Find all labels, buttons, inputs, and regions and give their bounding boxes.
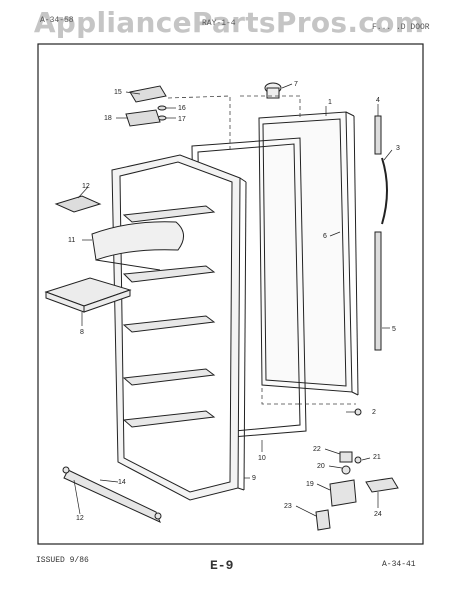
door-panel (258, 111, 359, 396)
page-frame (37, 43, 424, 545)
dairy-cover (91, 221, 184, 271)
shelf-retainer-top (54, 195, 102, 213)
header-mid-code: RAY-1-4 (202, 19, 236, 28)
callout-21: 21 (373, 454, 381, 461)
reference-lines (167, 95, 356, 405)
callout-3: 3 (396, 145, 400, 152)
callout-2: 2 (372, 409, 376, 416)
footer-issued: ISSUED 9/86 (36, 556, 89, 565)
door-shelves (122, 205, 216, 428)
leader-lines (73, 83, 393, 517)
callout-22: 22 (313, 446, 321, 453)
door-handle-parts (374, 115, 388, 351)
footer-ref: A-34-41 (382, 560, 416, 569)
egg-tray (44, 277, 132, 313)
callout-11: 11 (68, 237, 75, 244)
callout-17: 17 (178, 116, 186, 123)
callout-10: 10 (258, 455, 266, 462)
callout-12-bottom: 12 (76, 515, 84, 522)
hinge-cap (264, 82, 282, 99)
header-left-code: A-34-58 (40, 16, 74, 25)
callout-23: 23 (284, 503, 292, 510)
callout-12-top: 12 (82, 183, 90, 190)
callout-20: 20 (317, 463, 325, 470)
callout-labels: 1 2 3 4 5 6 7 8 9 10 11 12 12 14 15 16 1… (68, 81, 400, 522)
header-title: F... .D DOOR (372, 23, 430, 32)
footer-page: E-9 (210, 558, 234, 573)
bottom-shelf-bar (62, 466, 162, 523)
callout-8: 8 (80, 329, 84, 336)
callout-1: 1 (328, 99, 332, 106)
callout-7: 7 (294, 81, 298, 88)
callout-6: 6 (323, 233, 327, 240)
callout-9: 9 (252, 475, 256, 482)
callout-4: 4 (376, 97, 380, 104)
callout-15: 15 (114, 89, 122, 96)
callout-5: 5 (392, 326, 396, 333)
callout-14: 14 (118, 479, 126, 486)
callout-16: 16 (178, 105, 186, 112)
top-hinge-parts (125, 85, 167, 127)
watermark: AppliancePartsPros.com (33, 6, 425, 39)
callout-18: 18 (104, 115, 112, 122)
callout-19: 19 (306, 481, 314, 488)
bottom-hinge-parts (315, 408, 399, 531)
callout-24: 24 (374, 511, 382, 518)
